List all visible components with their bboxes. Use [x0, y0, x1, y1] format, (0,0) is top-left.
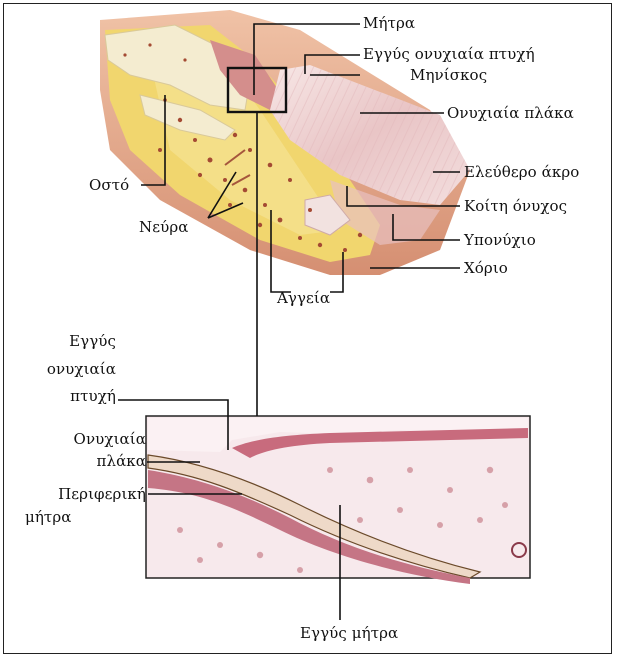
label-peripheral-matrix-line2: μήτρα: [25, 508, 71, 526]
label-hyponychium: Υπονύχιο: [464, 231, 536, 249]
label-free-edge: Ελεύθερο άκρο: [464, 163, 579, 181]
label-proximal-fold-bottom-line3: πτυχή: [40, 387, 116, 405]
label-mitra: Μήτρα: [363, 14, 415, 32]
label-proximal-fold-bottom-line1: Εγγύς: [40, 332, 116, 350]
label-nail-plate-bottom-line2: πλάκα: [30, 452, 146, 470]
label-proximal-matrix: Εγγύς μήτρα: [300, 624, 398, 642]
label-dermis: Χόριο: [464, 259, 508, 277]
label-nail-bed: Κοίτη όνυχος: [464, 197, 567, 215]
label-proximal-nail-fold: Εγγύς ονυχιαία πτυχή: [363, 45, 535, 63]
label-lunula: Μηνίσκος: [410, 66, 487, 84]
label-nail-plate-top: Ονυχιαία πλάκα: [447, 104, 574, 122]
label-vessels: Αγγεία: [277, 289, 330, 307]
label-nail-plate-bottom-line1: Ονυχιαία: [30, 430, 146, 448]
histology-section: [146, 416, 530, 584]
label-peripheral-matrix-line1: Περιφερική: [10, 485, 146, 503]
label-nerves: Νεύρα: [139, 218, 188, 236]
label-proximal-fold-bottom-line2: ονυχιαία: [40, 360, 116, 378]
label-bone: Οστό: [89, 176, 129, 194]
